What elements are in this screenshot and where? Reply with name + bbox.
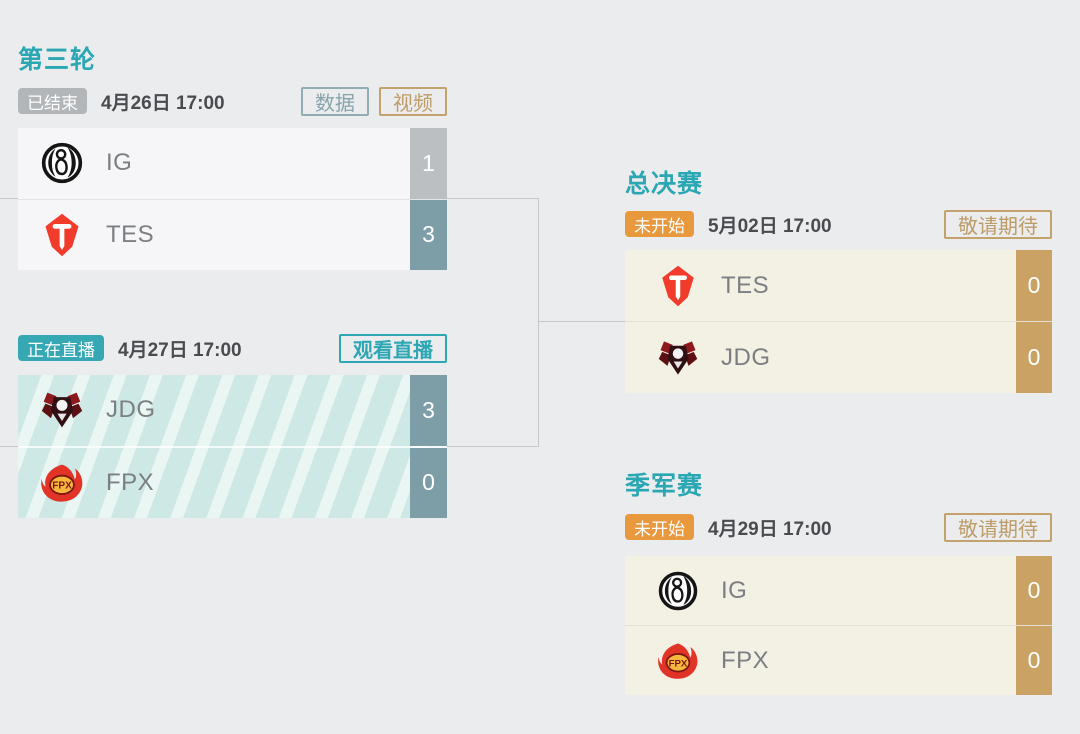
- status-badge: 已结束: [18, 88, 87, 114]
- ig-logo-icon: [40, 141, 84, 185]
- team-score: 0: [1016, 322, 1052, 393]
- ig-logo-icon: [657, 570, 699, 612]
- team-name: FPX: [721, 646, 770, 674]
- team-score: 0: [410, 447, 447, 518]
- team-name: TES: [106, 220, 155, 248]
- tes-logo-icon: [657, 265, 699, 307]
- watch-live-button[interactable]: 观看直播: [339, 333, 447, 363]
- third-place-status-row: 未开始 4月29日 17:00 敬请期待: [625, 512, 1052, 542]
- team-row-tes[interactable]: TES 0: [625, 250, 1052, 321]
- team-row-ig[interactable]: IG 0: [625, 556, 1052, 625]
- stay-tuned-button[interactable]: 敬请期待: [944, 512, 1052, 542]
- team-name: JDG: [721, 343, 771, 371]
- match-datetime: 4月27日 17:00: [118, 339, 242, 361]
- status-badge: 未开始: [625, 514, 694, 540]
- team-score: 3: [410, 199, 447, 270]
- team-score: 0: [1016, 556, 1052, 625]
- match-datetime: 5月02日 17:00: [708, 215, 832, 237]
- team-name: JDG: [106, 396, 156, 424]
- third-place-card: IG 0 FPX 0: [625, 556, 1052, 695]
- bracket-connector: [447, 446, 538, 447]
- team-row-fpx[interactable]: FPX 0: [625, 625, 1052, 695]
- bracket-connector: [0, 446, 18, 447]
- bracket-connector: [0, 198, 18, 199]
- round-title: 第三轮: [18, 46, 97, 74]
- bracket-connector: [447, 198, 538, 199]
- bracket-connector: [538, 198, 539, 447]
- video-button[interactable]: 视频: [379, 86, 447, 116]
- final-card: TES 0 JDG 0: [625, 250, 1052, 393]
- team-name: IG: [721, 576, 748, 604]
- jdg-logo-icon: [40, 388, 84, 432]
- team-score: 1: [410, 128, 447, 199]
- team-row-jdg[interactable]: JDG 0: [625, 321, 1052, 393]
- match-datetime: 4月26日 17:00: [101, 92, 225, 114]
- jdg-logo-icon: [657, 337, 699, 379]
- third-place-title: 季军赛: [625, 472, 704, 500]
- team-name: TES: [721, 271, 770, 299]
- bracket-connector: [538, 321, 625, 322]
- team-row-fpx[interactable]: FPX 0: [18, 445, 447, 518]
- fpx-logo-icon: [657, 640, 699, 682]
- team-name: FPX: [106, 468, 155, 496]
- team-row-jdg[interactable]: JDG 3: [18, 375, 447, 446]
- team-row-ig[interactable]: IG 1: [18, 128, 447, 199]
- final-status-row: 未开始 5月02日 17:00 敬请期待: [625, 209, 1052, 239]
- team-score: 0: [1016, 250, 1052, 321]
- match2-status-row: 正在直播 4月27日 17:00 观看直播: [18, 333, 447, 363]
- team-row-tes[interactable]: TES 3: [18, 198, 447, 270]
- fpx-logo-icon: [40, 461, 84, 505]
- match2-card: JDG 3 FPX 0: [18, 375, 447, 518]
- status-badge: 未开始: [625, 211, 694, 237]
- team-name: IG: [106, 149, 133, 177]
- data-button[interactable]: 数据: [301, 86, 369, 116]
- team-score: 0: [1016, 626, 1052, 695]
- team-score: 3: [410, 375, 447, 446]
- match1-status-row: 已结束 4月26日 17:00 数据 视频: [18, 86, 447, 116]
- tes-logo-icon: [40, 213, 84, 257]
- live-status-badge: 正在直播: [18, 335, 104, 361]
- stay-tuned-button[interactable]: 敬请期待: [944, 209, 1052, 239]
- final-title: 总决赛: [625, 170, 704, 198]
- match-datetime: 4月29日 17:00: [708, 518, 832, 540]
- match1-card: IG 1 TES 3: [18, 128, 447, 270]
